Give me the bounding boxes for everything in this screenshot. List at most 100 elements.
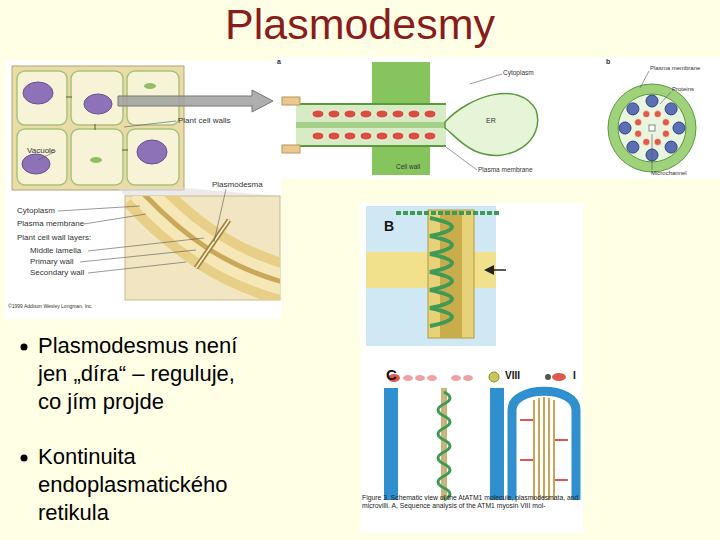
protein — [408, 132, 420, 140]
actin-rod — [543, 397, 545, 500]
er-loop — [445, 93, 538, 155]
cytoplasm-region — [366, 206, 496, 346]
protein — [408, 110, 420, 118]
vacuole — [137, 140, 167, 164]
vacuole — [23, 82, 53, 104]
figure-label: Plasmodesma — [212, 180, 263, 189]
protein — [665, 103, 677, 115]
leader-lines — [446, 74, 502, 170]
plasmodesma-channel — [196, 220, 229, 268]
panel-letter: C — [386, 366, 397, 383]
copyright-note: ©1999 Addison Wesley Longman, Inc. — [8, 304, 93, 310]
figure-label: Vacuole — [27, 146, 55, 155]
middle-lamella — [140, 196, 280, 284]
figure-label: Secondary wall — [30, 268, 84, 277]
arrow-mark — [494, 269, 506, 271]
myosin-link — [555, 439, 568, 441]
plant-cell — [71, 129, 123, 185]
plant-cell — [17, 129, 67, 185]
protein — [360, 132, 372, 140]
bullet-point: Plasmodesmus není jen „díra“ – reguluje,… — [38, 332, 238, 416]
protein — [328, 132, 340, 140]
zoom-wedge — [118, 188, 280, 196]
protein — [643, 138, 650, 145]
figure-label: Plasma membrane — [650, 65, 700, 72]
figure-label: Microchannel — [651, 170, 687, 177]
membrane-end — [282, 97, 300, 105]
protein — [654, 138, 661, 145]
panel-letter: B — [384, 218, 394, 234]
microvillus — [512, 391, 576, 500]
protein — [662, 130, 669, 137]
figure-label: Plasma membrane — [478, 166, 533, 173]
arrow-mark — [484, 265, 494, 275]
leader-line — [660, 92, 671, 104]
zoom-arrow — [118, 90, 273, 112]
figure-label: Cytoplasm — [17, 206, 55, 215]
chloroplast — [144, 83, 156, 89]
bullet-point: Kontinuita endoplasmatického retikula — [38, 443, 238, 527]
leader-line — [446, 147, 477, 170]
leader-line — [652, 134, 653, 170]
figure-label: Cytoplasm — [503, 69, 534, 76]
myosin-segment — [463, 375, 473, 381]
panel-letter: b — [606, 58, 610, 66]
figure-label: Plasma membrane — [17, 219, 84, 228]
figure-panel — [603, 57, 720, 179]
plasmodesma-mark — [95, 124, 96, 130]
plant-cell — [127, 129, 179, 185]
actin-rod — [548, 398, 550, 500]
myosin-label: I — [573, 370, 576, 382]
plasmodesma-mark — [66, 97, 72, 98]
myosin-segment — [451, 375, 461, 381]
protein — [328, 110, 340, 118]
myosin-helix — [438, 392, 450, 500]
protein — [312, 132, 324, 140]
leader-line — [640, 71, 649, 88]
plasma-membrane — [296, 145, 446, 147]
protein — [635, 130, 642, 137]
desmotubule — [296, 122, 450, 128]
primary-wall — [140, 196, 280, 284]
myosin-link — [520, 419, 533, 421]
protein-row — [312, 110, 436, 140]
bullet-dot — [21, 455, 28, 462]
plant-cell — [17, 71, 67, 125]
actin-bundle — [534, 397, 554, 500]
plant-cell — [71, 71, 123, 125]
myosin-segment — [403, 375, 413, 381]
protein — [654, 111, 661, 118]
protein — [424, 110, 436, 118]
leader-lines — [640, 71, 671, 170]
vacuole — [84, 94, 112, 114]
myosin-link — [555, 479, 568, 481]
figure-label: Primary wall — [30, 257, 74, 266]
figure-label: Proteins — [672, 86, 694, 93]
leader-line — [84, 214, 146, 224]
protein — [392, 132, 404, 140]
figure-label: Plant cell walls — [178, 116, 230, 125]
secondary-wall — [140, 196, 280, 284]
protein — [376, 132, 388, 140]
leader-line — [88, 238, 204, 251]
panel-letter: a — [277, 58, 281, 66]
plasmodesma-mark — [122, 150, 128, 151]
myosin-tail — [489, 372, 499, 382]
protein — [665, 141, 677, 153]
protein — [635, 119, 642, 126]
cell-wall-block — [12, 66, 184, 190]
protein — [673, 122, 685, 134]
leader-line — [88, 262, 186, 273]
protein — [627, 103, 639, 115]
plasmodesma-cylinder — [428, 210, 474, 338]
protein — [392, 110, 404, 118]
myosin-link — [520, 459, 533, 461]
protein — [619, 122, 631, 134]
vacuole — [22, 154, 50, 174]
myosin-chain — [388, 372, 499, 382]
actin-rod — [538, 398, 540, 500]
actin-rod — [533, 400, 535, 500]
myosin-links — [520, 420, 568, 480]
protein — [376, 110, 388, 118]
